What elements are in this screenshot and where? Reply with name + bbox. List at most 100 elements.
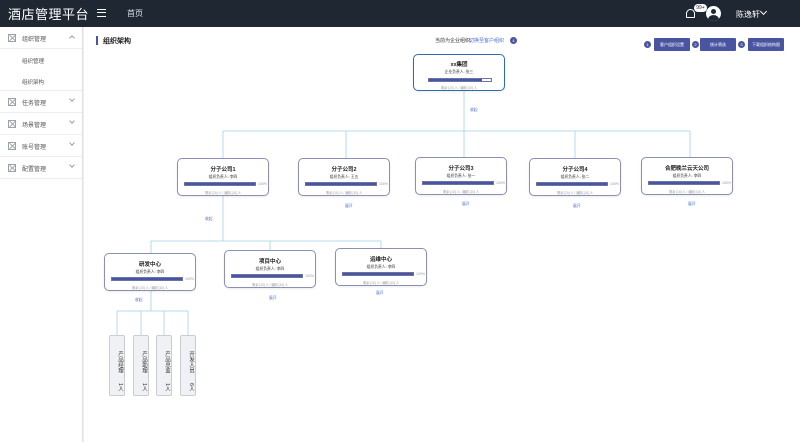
org-card-head: 组织负责人: 王五 [329,175,359,179]
org-card-progress [428,78,492,82]
org-card-name: 项目中心 [258,259,281,265]
org-card-head: 组织负责人: 李四 [672,174,702,178]
position-name: 产品助理 [141,351,147,373]
org-card-company-4[interactable]: 分子公司4 组织负责人: 张二 100% 剩余 [10] 人 / 编制 [10]… [529,158,621,196]
collapse-toggle[interactable]: 收起 [470,108,478,112]
notification-badge: 99+ [694,4,707,12]
switch-org-link[interactable]: 切换至客户组织 [469,38,505,44]
org-card-sub: 剩余 [10] 人 / 编制 [10] 人 [252,283,288,287]
org-card-head: 组织负责人: 李四 [208,175,238,179]
sidebar-item-config-management[interactable]: 配置管理 [0,157,82,179]
org-card-company-5[interactable]: 合肥晚兰云天公司 组织负责人: 李四 100% 剩余 [10] 人 / 编制 [… [641,157,733,195]
app-brand: 酒店管理平台 [8,7,90,22]
org-card-progress [536,182,608,186]
chevron-down-icon[interactable] [759,7,768,16]
position-card-product-assistant[interactable]: 产品助理 1人 [133,335,149,396]
org-card-name: 分子公司1 [210,167,236,173]
customer-org-settings-button[interactable]: 客户组织设置 [654,38,690,51]
chevron-up-icon [69,35,75,41]
org-card-company-1[interactable]: 分子公司1 组织负责人: 李四 100% 剩余 [10] 人 / 编制 [10]… [177,158,269,196]
step-4-marker: 4 [510,37,517,44]
org-card-progress [184,182,256,186]
position-count: 6人 [188,382,194,392]
sidebar-item-account-management[interactable]: 账号管理 [0,135,82,157]
org-card-project-center[interactable]: 项目中心 组织负责人: 李四 100% 剩余 [10] 人 / 编制 [10] … [224,250,316,288]
org-card-percent: 100% [416,272,425,276]
org-card-percent: 100% [305,274,314,278]
org-type-hint: 当前为企业组织, [435,38,472,44]
download-org-chart-button[interactable]: 下载组织结构图 [748,38,784,51]
org-card-head: 组织负责人: 张二 [560,175,590,179]
org-card-percent: 100% [496,181,505,185]
org-card-sub: 剩余 [10] 人 / 编制 [10] 人 [443,190,479,194]
sidebar-subitem-org-structure[interactable]: 组织架构 [0,70,82,91]
title-accent [96,36,98,45]
org-connector-lines [116,91,691,335]
expand-toggle[interactable]: 展开 [269,296,277,300]
org-card-name: 分子公司4 [562,167,588,173]
sidebar-item-org-management[interactable]: 组织管理 [0,27,82,49]
org-card-sub: 剩余 [10] 人 / 编制 [10] 人 [205,191,241,195]
expand-toggle[interactable]: 展开 [376,291,384,295]
avatar[interactable] [706,6,721,21]
org-card-rd-center[interactable]: 研发中心 组织负责人: 李四 100% 剩余 [10] 人 / 编制 [10] … [104,253,196,291]
expand-toggle[interactable]: 展开 [573,204,581,208]
position-card-developer[interactable]: 开发人员 6人 [180,335,196,396]
sidebar-item-label: 场景管理 [22,123,47,129]
step-2-marker: 2 [692,41,699,48]
step-3-marker: 3 [738,41,745,48]
stats-filter-button[interactable]: 统计筛选 [700,38,736,51]
org-card-progress [422,181,494,185]
sidebar-item-task-management[interactable]: 任务管理 [0,91,82,113]
org-card-name: 研发中心 [138,262,161,268]
org-card-name: 合肥晚兰云天公司 [664,166,709,172]
chevron-down-icon [69,118,75,124]
org-card-sub: 剩余 [10] 人 / 编制 [10] 人 [363,281,399,285]
org-card-percent: 100% [610,182,619,186]
org-card-percent: 100% [722,181,731,185]
sidebar-item-label: 账号管理 [22,145,47,151]
menu-item-icon [8,98,16,106]
main-content: 组织架构 当前为企业组织, 切换至客户组织 4 1 客户组织设置 2 统计筛选 … [84,27,800,442]
org-card-percent: 100% [258,182,267,186]
org-card-sub: 剩余 [10] 人 / 编制 [10] 人 [132,286,168,290]
org-card-progress [342,272,414,276]
menu-item-icon [8,164,16,172]
sidebar-subitem-org-management[interactable]: 组织管理 [0,49,82,70]
org-card-head: 组织负责人: 李四 [255,267,285,271]
page-title: 组织架构 [103,38,131,45]
chevron-down-icon [69,96,75,102]
org-card-root[interactable]: xx集团 企业负责人: 张三 剩余 [10] 人 / 编制 [10] 人 [413,54,505,91]
sidebar-item-scene-management[interactable]: 场景管理 [0,113,82,135]
position-count: 1人 [164,382,170,392]
org-card-company-3[interactable]: 分子公司3 组织负责人: 张一 100% 剩余 [10] 人 / 编制 [10]… [415,157,507,195]
menu-item-icon [8,142,16,150]
org-card-head: 组织负责人: 李四 [135,270,165,274]
expand-toggle[interactable]: 展开 [688,202,696,206]
org-card-sub: 剩余 [10] 人 / 编制 [10] 人 [557,191,593,195]
expand-toggle[interactable]: 展开 [345,204,353,208]
expand-toggle[interactable]: 展开 [462,202,470,206]
bell-icon[interactable] [686,9,695,18]
sidebar-item-label: 配置管理 [22,167,47,173]
org-card-percent: 100% [185,277,194,281]
position-card-product-manager[interactable]: 产品经理 1人 [109,335,125,396]
org-card-name: 运维中心 [369,257,392,263]
sidebar-subitem-label: 组织管理 [22,59,45,65]
org-card-company-2[interactable]: 分子公司2 组织负责人: 王五 100% 剩余 [10] 人 / 编制 [10]… [298,158,390,196]
position-name: 产品总监 [164,351,170,373]
menu-toggle-icon[interactable] [97,9,106,17]
org-card-sub: 剩余 [10] 人 / 编制 [10] 人 [326,191,362,195]
org-card-ops-center[interactable]: 运维中心 组织负责人: 李四 100% 剩余 [10] 人 / 编制 [10] … [335,248,427,286]
org-card-head: 组织负责人: 张一 [446,174,476,178]
position-card-product-director[interactable]: 产品总监 1人 [156,335,172,396]
org-card-head: 企业负责人: 张三 [444,70,474,74]
collapse-toggle[interactable]: 收起 [135,298,143,302]
org-card-name: 分子公司2 [331,167,357,173]
collapse-toggle[interactable]: 收起 [205,217,213,221]
org-card-progress [305,182,377,186]
position-name: 产品经理 [117,351,123,373]
home-link[interactable]: 首页 [127,9,143,18]
username[interactable]: 陈逸轩 [736,10,760,19]
org-card-name: xx集团 [450,62,468,68]
